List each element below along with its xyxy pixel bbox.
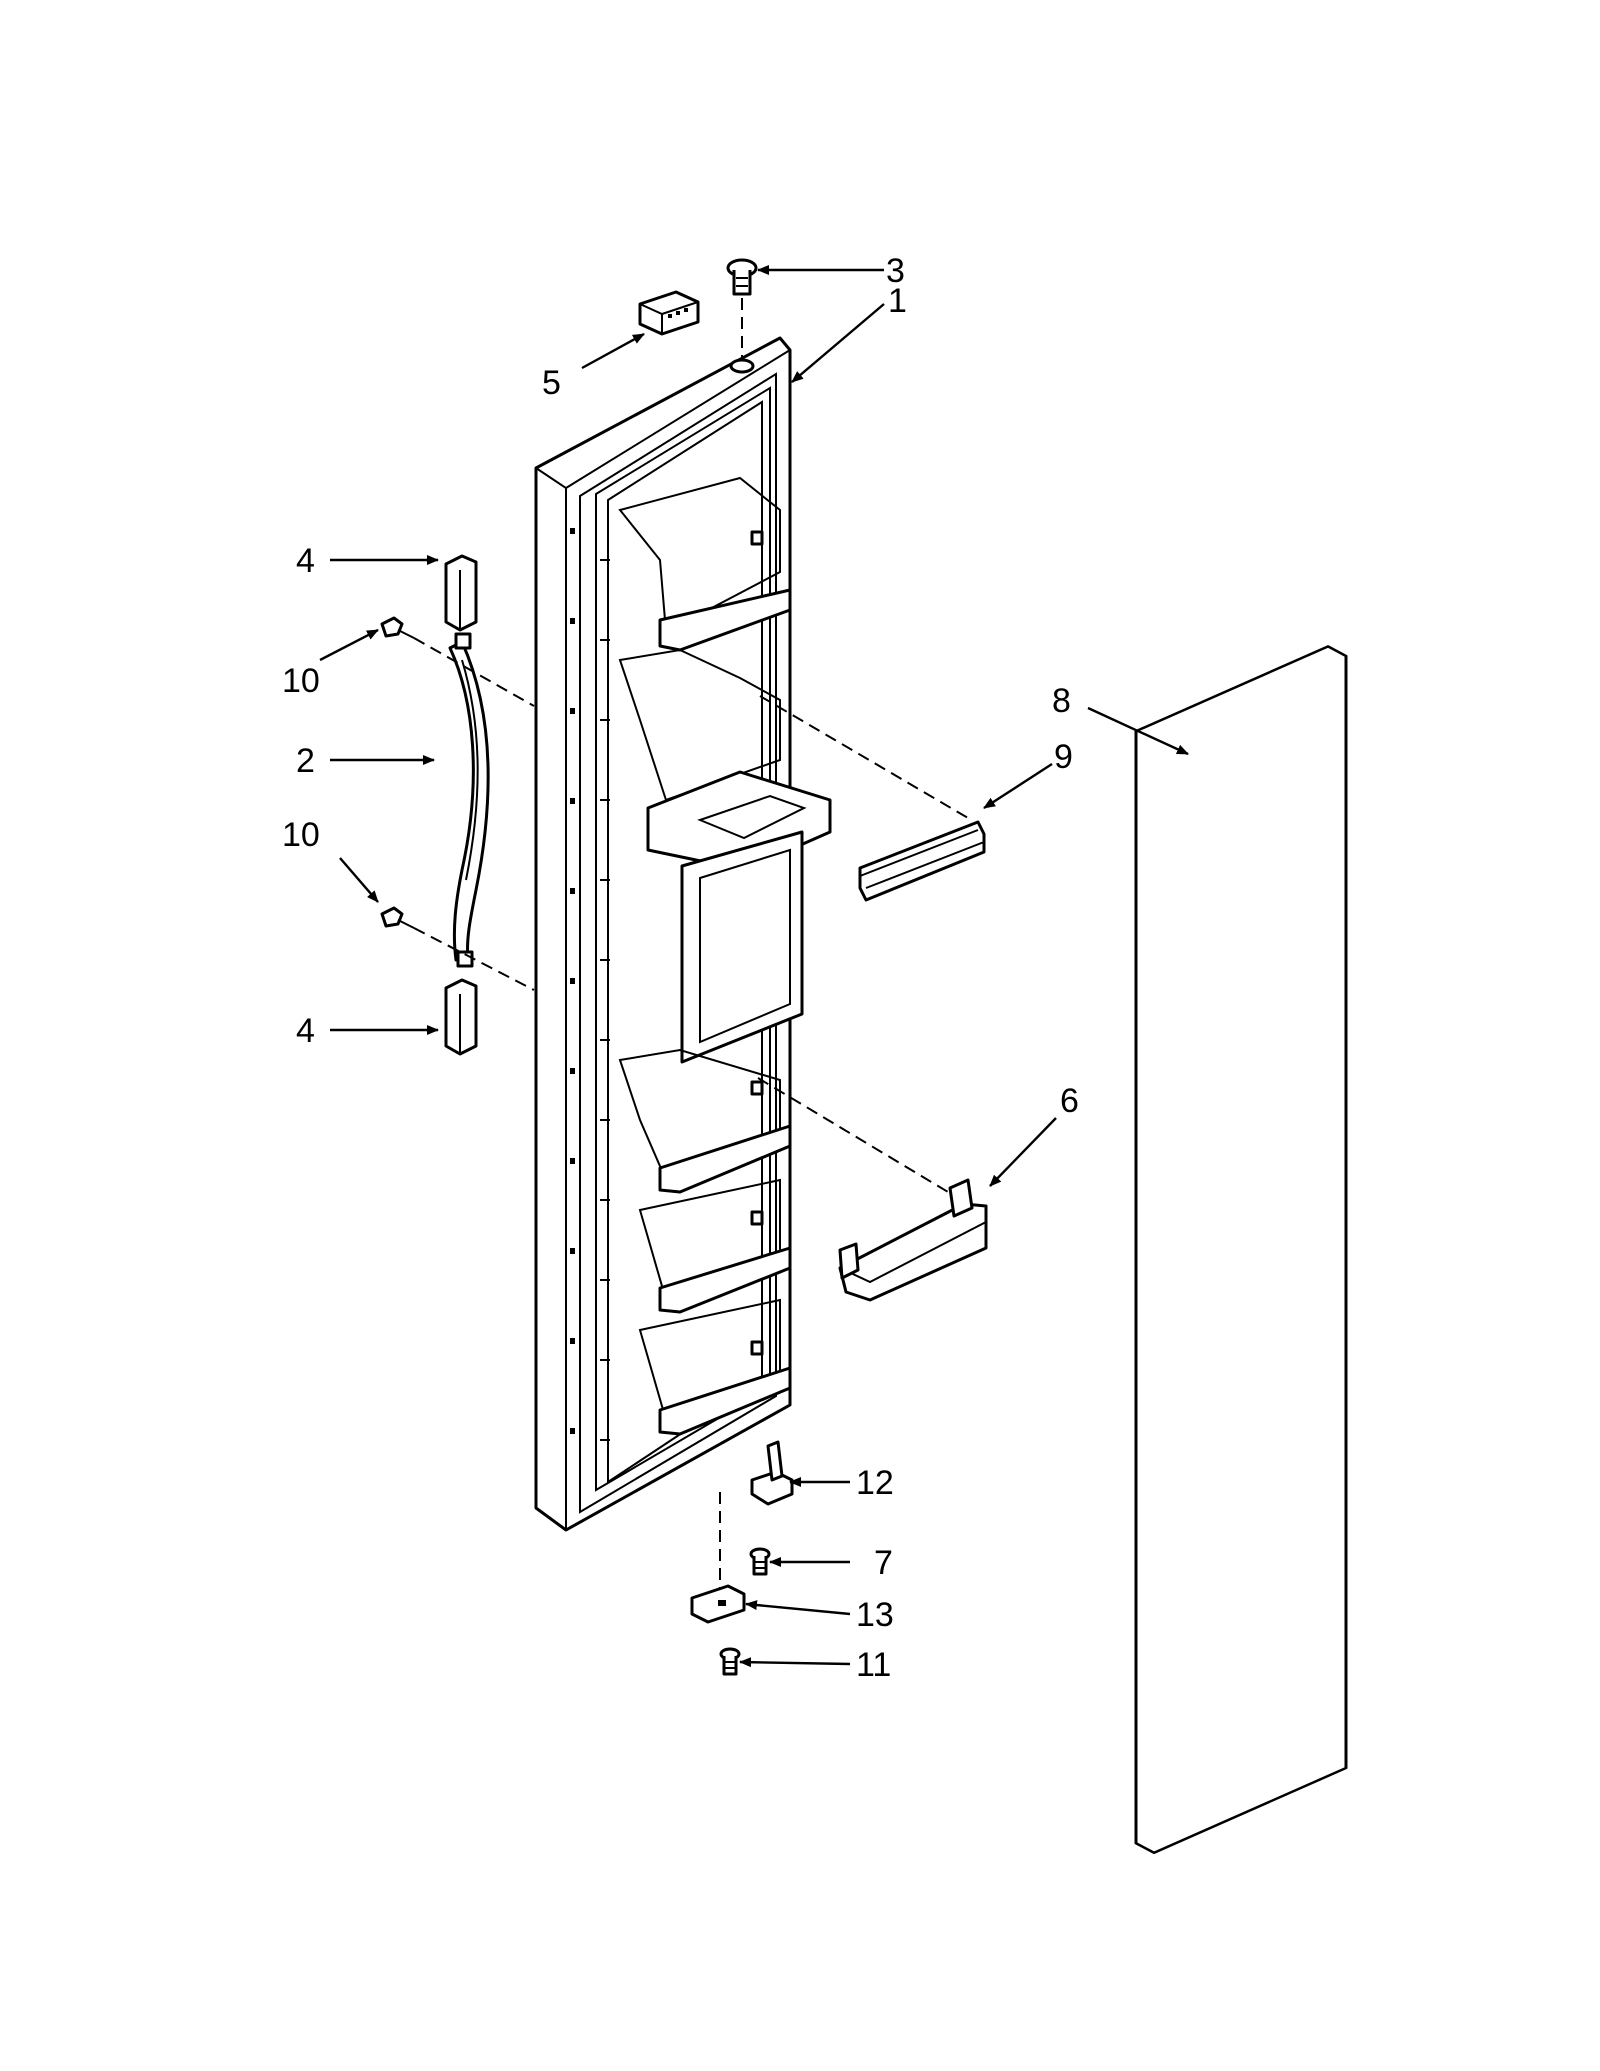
callout-10-lower: 10 [282,816,320,854]
callout-labels: 3 1 5 4 10 2 10 4 8 9 6 12 7 13 11 [282,252,1079,1684]
door-assembly [534,336,832,1532]
door-handle [448,632,490,968]
door-gasket [1134,645,1348,1855]
callout-8: 8 [1052,682,1071,720]
callout-5: 5 [542,364,561,402]
callout-6: 6 [1060,1082,1079,1120]
callout-10-upper: 10 [282,662,320,700]
callout-1: 1 [888,282,907,320]
hinge-screw [749,1547,771,1576]
callout-12: 12 [856,1464,894,1502]
door-liner [618,476,832,1436]
leader-lines [319,265,1189,1668]
dispenser-trim [858,820,986,902]
bracket-screw [719,1647,741,1676]
callout-4-lower: 4 [296,1012,315,1050]
door-side-screws [570,528,575,1434]
callout-9: 9 [1054,738,1073,776]
callout-11: 11 [856,1646,891,1684]
handle-end-cap-upper [444,554,478,632]
callout-7: 7 [874,1544,893,1582]
callout-3: 3 [886,252,905,290]
screw-guide-lower [413,927,535,991]
callout-2: 2 [296,742,315,780]
gasket-ticks [600,559,610,1441]
handle-end-cap-lower [444,978,478,1056]
handle-screw-lower [380,906,415,929]
handle-screw-upper [380,616,415,639]
hinge-bushing [726,258,758,296]
callout-13: 13 [856,1596,894,1634]
wire-connector [638,290,700,336]
trim-guide-line [759,695,969,819]
door-bin [838,1178,988,1302]
hinge-bracket [690,1584,746,1624]
lower-hinge-pin [750,1440,794,1506]
screw-guide-upper [413,637,535,707]
callout-4-upper: 4 [296,542,315,580]
